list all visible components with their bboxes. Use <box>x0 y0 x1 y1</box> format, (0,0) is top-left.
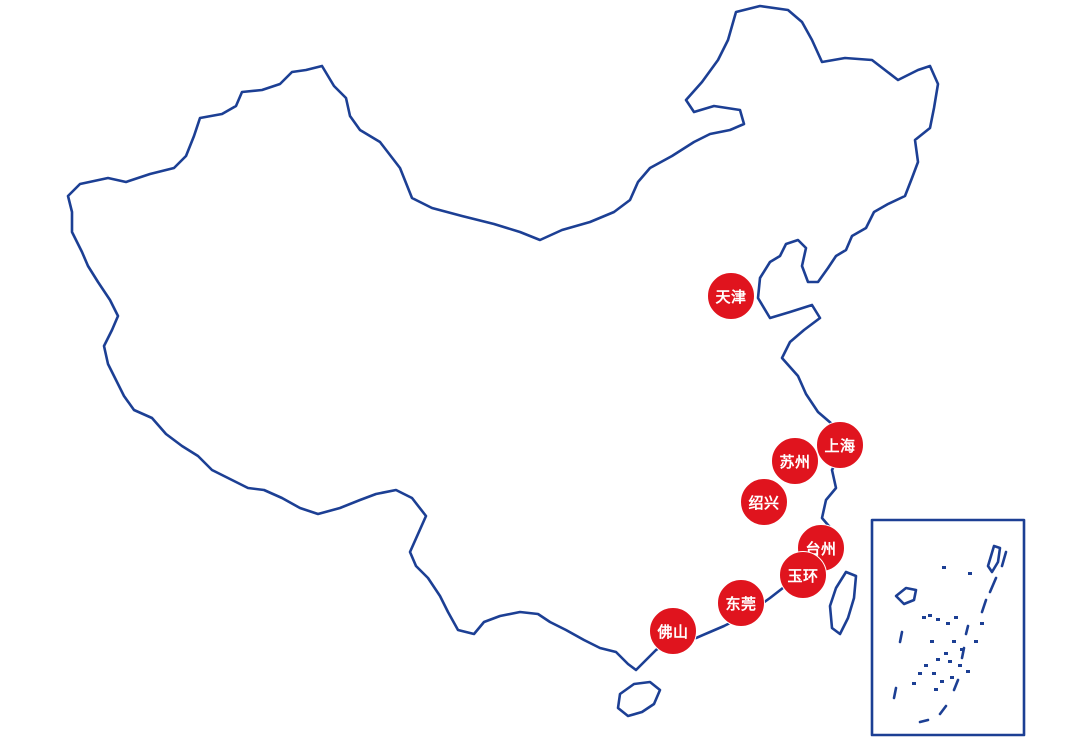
inset-islands <box>912 566 984 691</box>
mainland-outline <box>66 4 940 672</box>
city-marker[interactable]: 上海 <box>816 421 864 469</box>
inset-island-dot <box>936 658 940 661</box>
inset-dash-line <box>892 624 970 724</box>
city-label: 上海 <box>824 436 856 455</box>
inset-island-dot <box>942 566 946 569</box>
inset-island-dot <box>954 616 958 619</box>
inset-island-dot <box>930 640 934 643</box>
inset-island-dot <box>968 572 972 575</box>
inset-island-dot <box>950 676 954 679</box>
city-marker[interactable]: 苏州 <box>771 437 819 485</box>
city-label: 苏州 <box>779 452 811 471</box>
inset-island-dot <box>974 640 978 643</box>
inset-island-dot <box>966 670 970 673</box>
inset-island-dot <box>936 618 940 621</box>
inset-island-dot <box>948 660 952 663</box>
inset-island-dot <box>922 616 926 619</box>
city-label: 东莞 <box>725 594 757 613</box>
city-marker[interactable]: 东莞 <box>717 579 765 627</box>
city-marker[interactable]: 天津 <box>707 272 755 320</box>
inset-island-dot <box>912 682 916 685</box>
city-label: 玉环 <box>787 566 819 585</box>
city-label: 绍兴 <box>748 493 780 512</box>
hainan-outline <box>616 680 662 718</box>
south-china-sea-inset-frame <box>870 518 1026 737</box>
inset-taiwan <box>986 544 1002 574</box>
inset-coast <box>980 550 1008 614</box>
inset-hainan <box>894 586 918 606</box>
taiwan-outline <box>828 570 858 636</box>
city-marker[interactable]: 绍兴 <box>740 478 788 526</box>
inset-island-dot <box>932 672 936 675</box>
inset-island-dot <box>980 622 984 625</box>
inset-island-dot <box>944 652 948 655</box>
city-label: 佛山 <box>657 622 689 641</box>
city-label: 天津 <box>715 287 747 306</box>
inset-island-dot <box>958 664 962 667</box>
inset-island-dot <box>918 672 922 675</box>
inset-island-dot <box>952 640 956 643</box>
inset-island-dot <box>946 622 950 625</box>
inset-island-dot <box>928 614 932 617</box>
city-marker[interactable]: 佛山 <box>649 607 697 655</box>
city-marker[interactable]: 玉环 <box>779 551 827 599</box>
inset-island-dot <box>940 680 944 683</box>
inset-island-dot <box>960 648 964 651</box>
inset-island-dot <box>934 688 938 691</box>
inset-island-dot <box>924 664 928 667</box>
